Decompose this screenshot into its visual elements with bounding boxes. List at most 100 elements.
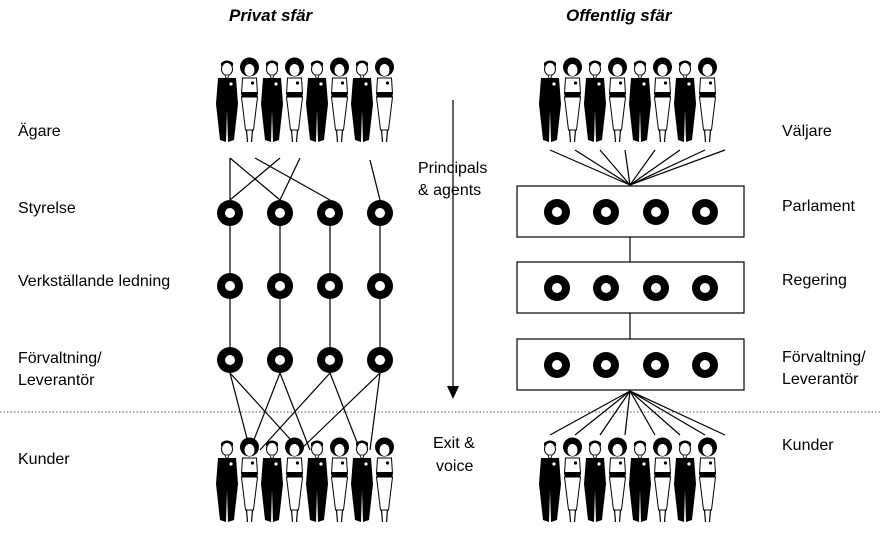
man-flower — [274, 462, 278, 466]
label-left-customers: Kunder — [18, 451, 70, 468]
woman-blouse — [563, 457, 582, 475]
man-icon — [539, 60, 561, 142]
node-center — [700, 360, 710, 370]
admin-customer-line — [629, 390, 656, 436]
woman-legs — [245, 129, 254, 143]
woman-brooch — [295, 461, 300, 465]
woman-legs — [380, 509, 389, 523]
man-icon — [674, 440, 696, 522]
man-suit — [674, 458, 696, 522]
woman-face — [657, 64, 668, 76]
node-center — [375, 208, 385, 218]
man-icon — [584, 440, 606, 522]
node-center — [225, 355, 235, 365]
woman-legs — [290, 129, 299, 143]
woman-blouse — [608, 77, 627, 95]
private-actor-node — [217, 273, 243, 299]
heading-public-sphere: Offentlig sfär — [566, 6, 672, 25]
node-center — [651, 360, 661, 370]
woman-blouse — [608, 457, 627, 475]
woman-face — [379, 444, 390, 456]
woman-legs — [658, 509, 667, 523]
node-center — [275, 208, 285, 218]
woman-blouse — [698, 457, 717, 475]
woman-face — [612, 444, 623, 456]
man-icon — [351, 60, 373, 142]
node-center — [275, 355, 285, 365]
node-center — [700, 207, 710, 217]
man-flower — [229, 82, 233, 86]
private-actor-node — [317, 273, 343, 299]
woman-icon — [653, 437, 672, 523]
woman-blouse — [653, 77, 672, 95]
woman-legs — [703, 129, 712, 143]
label-parliament: Parlament — [782, 198, 855, 215]
node-center — [552, 360, 562, 370]
man-suit — [261, 458, 283, 522]
owner-board-line — [229, 157, 281, 201]
man-suit — [351, 78, 373, 142]
owners-crowd — [216, 57, 394, 143]
man-icon — [539, 440, 561, 522]
public-actor-node — [593, 275, 619, 301]
public-actor-node — [692, 275, 718, 301]
woman-skirt — [608, 96, 627, 131]
man-collar — [224, 74, 230, 79]
woman-face — [657, 444, 668, 456]
man-face — [311, 62, 323, 76]
man-icon — [306, 440, 328, 522]
man-collar — [224, 454, 230, 459]
man-suit — [539, 458, 561, 522]
man-face — [266, 62, 278, 76]
public-actor-node — [544, 199, 570, 225]
woman-skirt — [375, 476, 394, 511]
private-actor-node — [317, 200, 343, 226]
man-flower — [642, 82, 646, 86]
woman-skirt — [563, 96, 582, 131]
man-collar — [359, 454, 365, 459]
node-center — [651, 207, 661, 217]
woman-legs — [380, 129, 389, 143]
admin-customer-line — [574, 390, 631, 436]
man-face — [544, 62, 556, 76]
private-actor-node — [217, 347, 243, 373]
man-icon — [629, 440, 651, 522]
private-actor-node — [267, 273, 293, 299]
label-principals-line2: & agents — [418, 182, 482, 199]
woman-blouse — [240, 77, 259, 95]
admin-customer-line — [549, 390, 631, 436]
woman-blouse — [330, 77, 349, 95]
man-face — [679, 62, 691, 76]
woman-brooch — [708, 81, 713, 85]
woman-belt — [609, 472, 626, 477]
man-collar — [359, 74, 365, 79]
node-center — [225, 208, 235, 218]
node-center — [375, 355, 385, 365]
man-flower — [597, 82, 601, 86]
owner-board-line — [254, 157, 331, 201]
woman-legs — [290, 509, 299, 523]
admin-customer-line — [229, 372, 251, 451]
admin-customer-line — [229, 372, 301, 451]
label-exit-line2: voice — [436, 458, 474, 475]
man-suit — [216, 458, 238, 522]
woman-blouse — [653, 457, 672, 475]
man-flower — [687, 462, 691, 466]
voter-parliament-line — [629, 149, 681, 186]
private-customers-crowd — [216, 437, 394, 523]
node-center — [225, 281, 235, 291]
woman-brooch — [340, 461, 345, 465]
voter-parliament-line — [549, 149, 631, 186]
woman-skirt — [375, 96, 394, 131]
voters-crowd — [539, 57, 717, 143]
public-actor-node — [643, 199, 669, 225]
woman-blouse — [330, 457, 349, 475]
woman-belt — [699, 92, 716, 97]
admin-customer-line — [624, 390, 631, 436]
woman-icon — [563, 437, 582, 523]
public-actor-node — [643, 352, 669, 378]
man-collar — [547, 454, 553, 459]
woman-brooch — [708, 461, 713, 465]
woman-brooch — [618, 81, 623, 85]
